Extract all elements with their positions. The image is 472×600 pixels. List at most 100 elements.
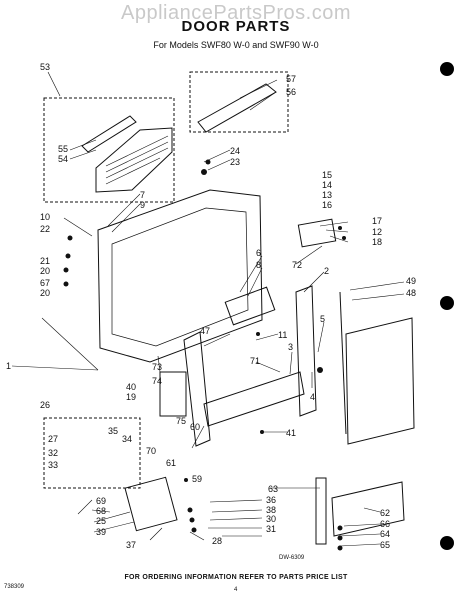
callout: 37 [126, 540, 136, 550]
door-bottom-rail [203, 371, 305, 427]
callout: 22 [40, 224, 50, 234]
dashed-group-26 [43, 417, 141, 489]
callout: 6 [256, 248, 261, 258]
fastener [260, 430, 264, 434]
binder-hole [440, 536, 454, 550]
fastener [205, 159, 211, 165]
callout: 28 [212, 536, 222, 546]
callout: 47 [200, 326, 210, 336]
handle-strip [197, 83, 277, 133]
callout: 60 [190, 422, 200, 432]
callout: 3 [288, 342, 293, 352]
callout: 7 [140, 190, 145, 200]
fastener [342, 236, 346, 240]
callout: 39 [96, 527, 106, 537]
spring-assembly [159, 371, 187, 417]
fastener [337, 535, 343, 541]
fastener [187, 507, 193, 513]
callout: 5 [320, 314, 325, 324]
callout: 11 [278, 330, 287, 340]
callout: 18 [372, 237, 382, 247]
callout: 31 [266, 524, 276, 534]
callout: 71 [250, 356, 260, 366]
callout: 25 [96, 516, 106, 526]
fastener [256, 332, 260, 336]
callout: 35 [108, 426, 118, 436]
callout: 57 [286, 74, 296, 84]
callout: 55 [58, 144, 68, 154]
control-plate [124, 476, 178, 532]
callout: 36 [266, 495, 276, 505]
callout: 68 [96, 506, 106, 516]
page-number: 4 [234, 587, 238, 593]
fastener [63, 281, 69, 287]
callout: 2 [324, 266, 329, 276]
door-side-channel [295, 285, 317, 417]
callout: 69 [96, 496, 106, 506]
callout: 26 [40, 400, 50, 410]
callout: 9 [140, 200, 145, 210]
fastener [189, 517, 195, 523]
callout: 21 [40, 256, 50, 266]
callout: 12 [372, 227, 382, 237]
callout: 61 [166, 458, 176, 468]
callout: 41 [286, 428, 296, 438]
latch-assembly [297, 218, 337, 248]
panel-trim-49 [339, 291, 347, 435]
callout: 53 [40, 62, 50, 72]
callout: 59 [192, 474, 202, 484]
callout: 8 [256, 260, 261, 270]
vent-grille [95, 127, 173, 193]
callout: 32 [48, 448, 58, 458]
binder-hole [440, 296, 454, 310]
callout: 17 [372, 216, 382, 226]
callout: 65 [380, 540, 390, 550]
dashed-group-57 [189, 71, 289, 133]
callout: 1 [6, 361, 11, 371]
page-subtitle: For Models SWF80 W-0 and SWF90 W-0 [153, 40, 319, 50]
outer-door-panel [345, 317, 415, 445]
fastener [338, 226, 342, 230]
dashed-group-53 [43, 97, 175, 203]
callout: 20 [40, 288, 50, 298]
callout: 13 [322, 190, 332, 200]
page-code: 738309 [4, 584, 25, 590]
fastener [65, 253, 71, 259]
fastener [63, 267, 69, 273]
inner-door-panel [97, 189, 263, 363]
fastener [191, 527, 197, 533]
kick-panel [331, 481, 405, 537]
callout: 74 [152, 376, 162, 386]
drawing-code: DW-6309 [279, 555, 305, 561]
callout: 24 [230, 146, 240, 156]
callout: 64 [380, 529, 390, 539]
ordering-note: FOR ORDERING INFORMATION REFER TO PARTS … [124, 574, 348, 581]
callout: 48 [406, 288, 416, 298]
fastener [201, 169, 207, 175]
callout: 14 [322, 180, 332, 190]
fastener [337, 545, 343, 551]
kick-trim [315, 477, 327, 545]
callout: 72 [292, 260, 302, 270]
fastener [337, 525, 343, 531]
callout: 15 [322, 170, 332, 180]
fastener [67, 235, 73, 241]
page-title: DOOR PARTS [181, 18, 291, 35]
callout: 56 [286, 87, 296, 97]
vent-strip [81, 115, 137, 153]
fastener [317, 367, 323, 373]
callout: 30 [266, 514, 276, 524]
callout: 16 [322, 200, 332, 210]
callout: 63 [268, 484, 278, 494]
callout: 10 [40, 212, 50, 222]
callout: 66 [380, 519, 390, 529]
callout: 20 [40, 266, 50, 276]
binder-hole [440, 62, 454, 76]
callout: 62 [380, 508, 390, 518]
fastener [184, 478, 188, 482]
callout: 75 [176, 416, 186, 426]
callout: 38 [266, 505, 276, 515]
callout: 70 [146, 446, 156, 456]
